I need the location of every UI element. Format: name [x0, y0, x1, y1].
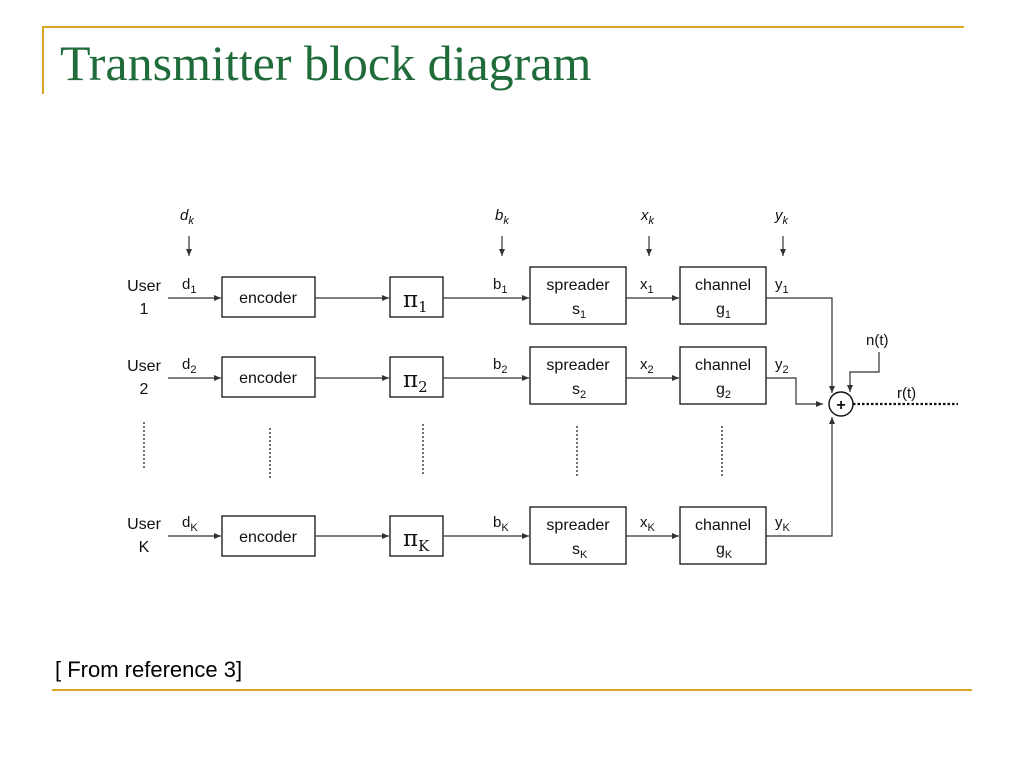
interleaver-block [389, 276, 444, 318]
user-row-2: User 2 d2 encoder π2 b2 spreader s2 x2 c… [127, 346, 823, 407]
y-label: y2 [775, 356, 789, 376]
user-row-k: User K dK encoder πK bK spreader sK xK c… [127, 417, 835, 565]
interleaver-label: πK [403, 526, 430, 555]
output-label: r(t) [897, 385, 916, 402]
spreader-sequence-label: sK [572, 541, 588, 561]
encoder-label: encoder [239, 290, 297, 307]
channel-gain-label: g2 [716, 381, 731, 401]
channel-label: channel [695, 357, 751, 374]
summing-junction: + n(t) r(t) [828, 332, 958, 417]
encoder-block [221, 276, 316, 318]
channel-gain-label: g1 [716, 301, 731, 321]
x-label: x1 [640, 276, 654, 296]
x-label: x2 [640, 356, 654, 376]
slide-title: Transmitter block diagram [60, 35, 592, 91]
interleaver-label: π2 [403, 367, 428, 396]
y-label: yK [775, 514, 791, 534]
b-label: bK [493, 514, 509, 534]
spreader-sequence-label: s1 [572, 301, 586, 321]
user-label: User [127, 516, 161, 533]
data-label: dK [182, 514, 198, 534]
reference-caption: [ From reference 3] [55, 657, 243, 682]
channel-block [679, 266, 767, 325]
top-label-dk: dk [180, 207, 194, 256]
svg-text:dk: dk [180, 207, 194, 227]
data-label: d2 [182, 356, 196, 376]
wire-channel-to-summer [766, 417, 835, 537]
user-number: 2 [140, 381, 149, 398]
title-accent-vertical-line [42, 26, 44, 94]
title-accent-horizontal-line [42, 26, 964, 28]
spreader-label: spreader [546, 357, 610, 374]
spreader-label: spreader [546, 277, 610, 294]
user-label: User [127, 358, 161, 375]
user-number: 1 [140, 301, 149, 318]
interleaver-block [389, 515, 444, 557]
svg-text:bk: bk [495, 207, 509, 227]
channel-gain-label: gK [716, 541, 733, 561]
user-label: User [127, 278, 161, 295]
wire-channel-to-summer [766, 377, 823, 407]
encoder-label: encoder [239, 529, 297, 546]
svg-text:yk: yk [774, 207, 789, 227]
wire-channel-to-summer [766, 297, 835, 393]
data-label: d1 [182, 276, 196, 296]
noise-label: n(t) [866, 332, 889, 349]
interleaver-block [389, 356, 444, 398]
spreader-sequence-label: s2 [572, 381, 586, 401]
channel-block [679, 346, 767, 405]
wire-noise-to-summer [847, 352, 880, 392]
spreader-block [529, 506, 627, 565]
x-label: xK [640, 514, 656, 534]
top-label-bk: bk [495, 207, 509, 256]
summer-plus-icon: + [836, 397, 845, 414]
user-row-1: User 1 d1 encoder π1 b1 spreader s1 x1 c… [127, 266, 835, 393]
spreader-label: spreader [546, 517, 610, 534]
svg-text:xk: xk [640, 207, 655, 227]
y-label: y1 [775, 276, 789, 296]
top-label-xk: xk [640, 207, 655, 256]
encoder-block [221, 515, 316, 557]
top-label-yk: yk [774, 207, 789, 256]
spreader-block [529, 266, 627, 325]
footer-accent-line [52, 689, 972, 691]
spreader-block [529, 346, 627, 405]
ellipsis-dots [143, 422, 723, 478]
user-number: K [139, 539, 150, 556]
b-label: b1 [493, 276, 507, 296]
channel-label: channel [695, 277, 751, 294]
b-label: b2 [493, 356, 507, 376]
channel-label: channel [695, 517, 751, 534]
encoder-label: encoder [239, 370, 297, 387]
encoder-block [221, 356, 316, 398]
interleaver-label: π1 [403, 287, 428, 316]
